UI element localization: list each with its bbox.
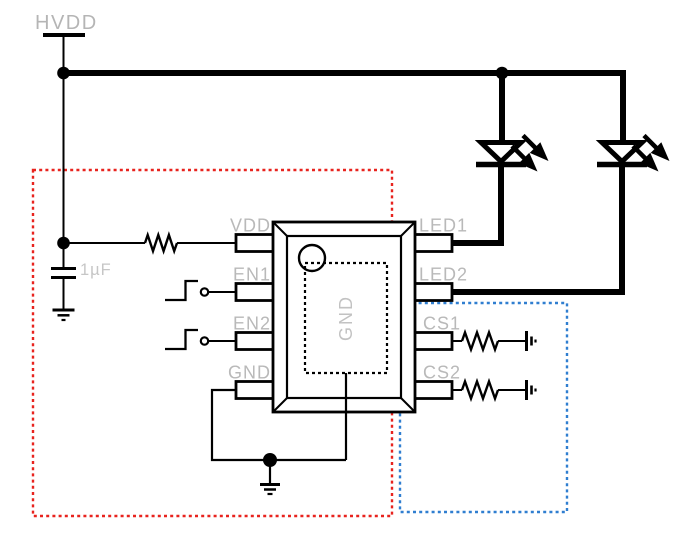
cs1-network bbox=[452, 328, 537, 354]
junction-dot-vdd-cap bbox=[57, 236, 70, 250]
led2-triangle bbox=[595, 140, 649, 165]
labels: HVDD 1µF VDD EN1 EN2 GND LED1 LED2 CS1 C… bbox=[35, 12, 468, 383]
pin-label-led2: LED2 bbox=[419, 265, 468, 285]
ic-body-inner bbox=[285, 234, 403, 400]
pin-en1 bbox=[234, 282, 276, 302]
pin-label-gnd: GND bbox=[228, 363, 271, 383]
led1-triangle bbox=[474, 140, 528, 165]
hvdd-supply bbox=[43, 33, 85, 243]
thermal-pad-label: GND bbox=[336, 295, 356, 341]
junction-dot-gnd bbox=[263, 453, 277, 467]
resistor-zigzag bbox=[143, 231, 179, 255]
led2-emission-arrow-1 bbox=[631, 144, 659, 172]
cs2-resistor-zigzag bbox=[460, 377, 500, 403]
cs1-resistor-zigzag bbox=[460, 328, 500, 354]
pin-cs1 bbox=[412, 331, 454, 351]
pin-label-en2: EN2 bbox=[233, 314, 271, 334]
led2-emission-arrow-2 bbox=[642, 133, 670, 161]
led2 bbox=[595, 133, 670, 172]
en1-switch bbox=[165, 279, 236, 302]
pin-label-en1: EN1 bbox=[233, 265, 271, 285]
en2-switch bbox=[165, 328, 236, 351]
gnd-net bbox=[210, 388, 346, 496]
pin-cs2 bbox=[412, 380, 454, 400]
junction-dots bbox=[57, 66, 509, 467]
capacitor-value-label: 1µF bbox=[80, 261, 112, 279]
vdd-series-resistor bbox=[67, 231, 236, 255]
led1 bbox=[474, 133, 549, 172]
en2-switch-contact bbox=[199, 336, 210, 346]
led1-cathode-wire bbox=[452, 164, 504, 246]
ic-package: GND bbox=[234, 220, 454, 460]
hvdd-label: HVDD bbox=[35, 12, 98, 34]
pin-en2 bbox=[234, 331, 276, 351]
en1-switch-contact bbox=[199, 287, 210, 297]
ic-bevel-corners bbox=[272, 221, 416, 413]
cs2-network bbox=[452, 377, 537, 403]
led1-emission-arrow-1 bbox=[510, 144, 538, 172]
pin-led1 bbox=[412, 233, 454, 253]
junction-dot-rail bbox=[57, 66, 70, 80]
ic-body-outer bbox=[271, 220, 417, 414]
led1-emission-arrow-2 bbox=[521, 133, 549, 161]
pin-label-cs2: CS2 bbox=[423, 363, 461, 383]
pin-label-vdd: VDD bbox=[230, 216, 271, 236]
pin-vdd bbox=[234, 233, 276, 253]
en1-switch-arm bbox=[165, 279, 198, 302]
power-rail bbox=[63, 70, 626, 295]
pin-gnd bbox=[234, 380, 276, 400]
en2-switch-arm bbox=[165, 328, 198, 351]
bypass-capacitor bbox=[51, 243, 76, 310]
rail-wire bbox=[63, 70, 626, 142]
pin-label-led1: LED1 bbox=[419, 216, 468, 236]
pin-label-cs1: CS1 bbox=[423, 314, 461, 334]
ground-symbol-left bbox=[52, 308, 75, 322]
led2-cathode-wire bbox=[452, 164, 625, 295]
gnd-wire bbox=[210, 388, 346, 462]
pin1-marker-circle bbox=[297, 243, 327, 273]
pin-led2 bbox=[412, 282, 454, 302]
junction-dot-led1 bbox=[495, 66, 509, 80]
